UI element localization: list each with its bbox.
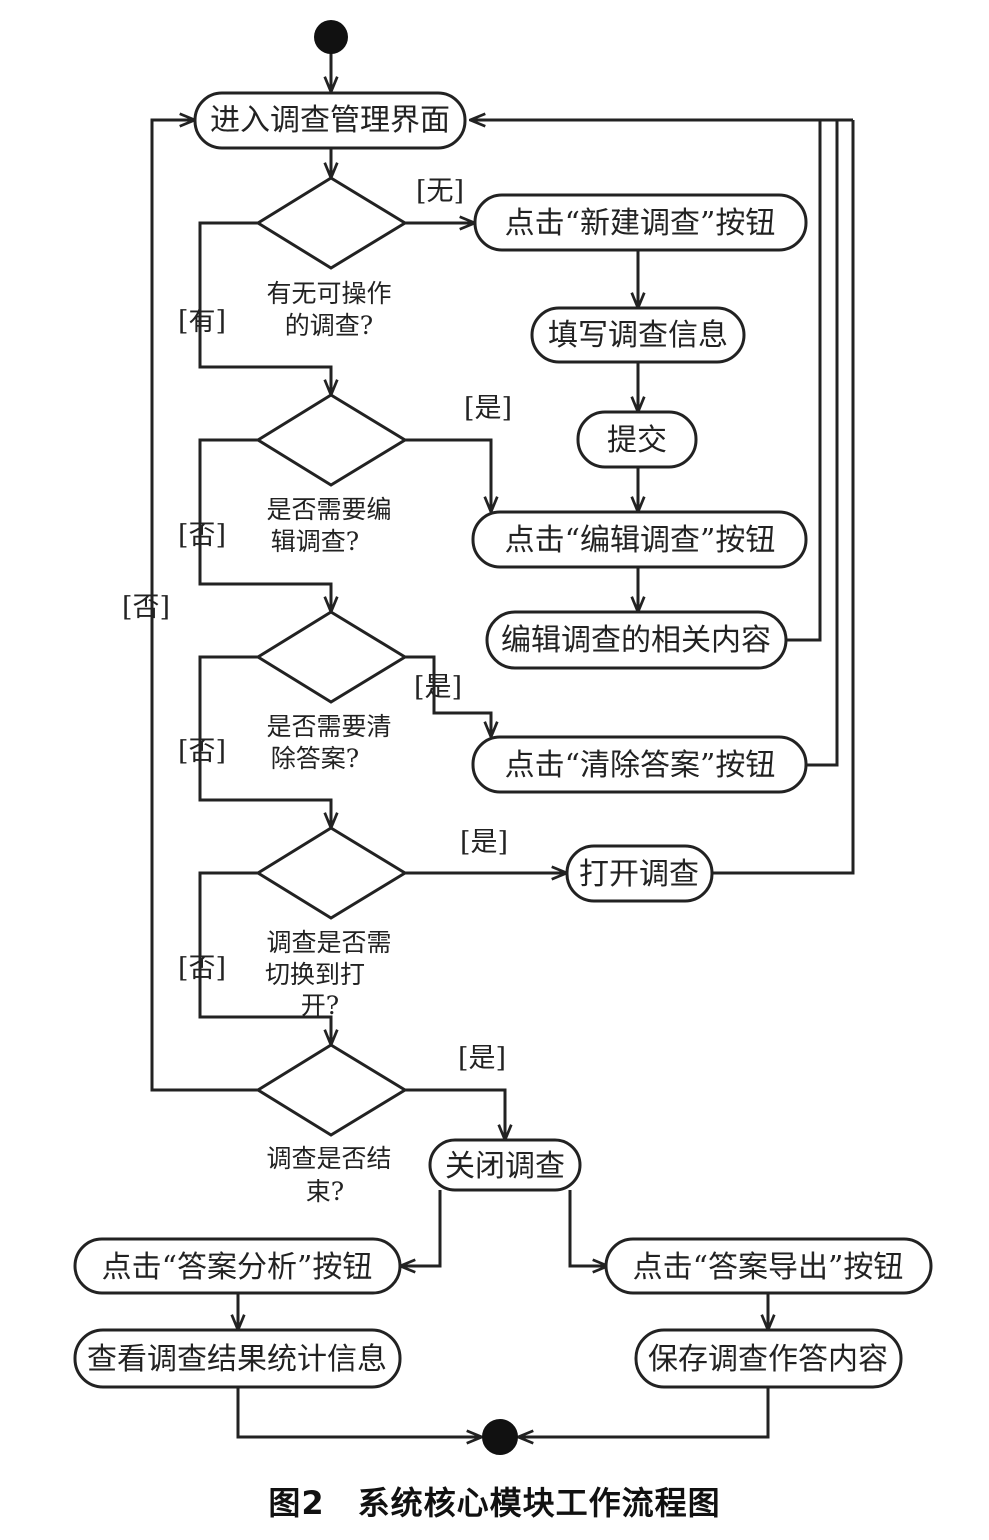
edge-d3-d4 <box>198 655 331 828</box>
activity-node-open-survey: 打开调查 <box>565 844 714 903</box>
node-label: 填写调查信息 <box>548 318 728 353</box>
guard-yes-open: [是] <box>460 827 508 858</box>
decision-d3: 是否需要清 除答案? <box>255 610 408 773</box>
guard-yes-edit: [是] <box>464 393 512 424</box>
guard-has: [有] <box>178 306 226 337</box>
node-label: 打开调查 <box>579 857 699 892</box>
start-node <box>314 20 348 54</box>
activity-node-export: 点击“答案导出”按钮 <box>604 1237 933 1295</box>
decision-label-line: 调查是否结 <box>266 1144 391 1173</box>
edge-d3-clear <box>405 655 491 737</box>
decision-label-line: 调查是否需 <box>266 928 391 957</box>
edge-close-export <box>568 1190 608 1266</box>
decision-label-line: 有无可操作 <box>266 279 391 308</box>
decision-label-line: 切换到打 <box>265 960 365 989</box>
edge-d1-d2 <box>198 221 331 395</box>
guard-yes-clear: [是] <box>414 672 462 703</box>
edge-clear-loop <box>806 120 839 767</box>
flow-edges <box>150 52 855 1437</box>
guard-none: [无] <box>416 176 464 207</box>
decision-label-line: 辑调查? <box>271 527 359 556</box>
guard-no-clear: [否] <box>178 736 226 767</box>
edge-content-loop <box>786 120 822 642</box>
decision-d1: 有无可操作 的调查? <box>255 176 408 340</box>
guard-labels: [无] [有] [是] [否] [否] [是] [否] [是] [否] [是] <box>122 176 512 1074</box>
guard-no-edit: [否] <box>178 520 226 551</box>
activity-node-view-stats: 查看调查结果统计信息 <box>73 1328 402 1389</box>
activity-node-enter: 进入调查管理界面 <box>193 91 467 150</box>
activity-node-submit: 提交 <box>576 410 698 469</box>
decision-label-line: 开? <box>301 991 339 1020</box>
decision-label-line: 束? <box>306 1177 344 1206</box>
end-node <box>482 1419 518 1455</box>
edge-d5-loop <box>150 120 258 1092</box>
activity-node-save-answers: 保存调查作答内容 <box>634 1328 903 1389</box>
edge-close-analyze <box>400 1190 442 1266</box>
activity-node-clear-answers: 点击“清除答案”按钮 <box>471 735 808 794</box>
guard-yes-end: [是] <box>458 1043 506 1074</box>
decision-label-line: 是否需要清 <box>266 712 391 741</box>
node-label: 保存调查作答内容 <box>648 1342 888 1377</box>
edge-open-loop <box>712 120 855 875</box>
decision-d4: 调查是否需 切换到打 开? <box>255 826 408 1020</box>
decision-d5: 调查是否结 束? <box>255 1043 408 1206</box>
activity-node-fill-info: 填写调查信息 <box>530 306 746 364</box>
edge-stats-end <box>236 1387 482 1437</box>
edge-save-end <box>518 1387 770 1437</box>
node-label: 点击“答案导出”按钮 <box>633 1250 904 1285</box>
decision-label-line: 的调查? <box>285 311 373 340</box>
figure-caption: 图2 系统核心模块工作流程图 <box>268 1484 721 1522</box>
activity-node-new-survey: 点击“新建调查”按钮 <box>473 193 808 252</box>
activity-node-analyze: 点击“答案分析”按钮 <box>73 1237 402 1295</box>
guard-no-outer: [否] <box>122 592 170 623</box>
edge-d4-d5 <box>198 871 331 1045</box>
activity-node-edit-survey: 点击“编辑调查”按钮 <box>471 510 808 569</box>
node-label: 点击“清除答案”按钮 <box>505 748 776 783</box>
node-label: 点击“新建调查”按钮 <box>505 206 776 241</box>
decision-label-line: 是否需要编 <box>266 495 391 524</box>
node-label: 关闭调查 <box>445 1149 565 1184</box>
node-label: 点击“答案分析”按钮 <box>102 1250 373 1285</box>
edge-d2-d3 <box>198 438 331 612</box>
node-label: 查看调查结果统计信息 <box>87 1342 387 1377</box>
node-label: 点击“编辑调查”按钮 <box>505 523 776 558</box>
decision-label-line: 除答案? <box>271 744 359 773</box>
edge-d2-edit <box>405 438 491 512</box>
node-label: 编辑调查的相关内容 <box>501 623 771 658</box>
edge-d5-close <box>405 1088 505 1140</box>
decision-d2: 是否需要编 辑调查? <box>255 393 408 556</box>
node-label: 提交 <box>607 423 667 458</box>
activity-diagram: 进入调查管理界面 点击“新建调查”按钮 填写调查信息 提交 点击“编辑调查”按钮… <box>73 20 933 1455</box>
node-label: 进入调查管理界面 <box>210 103 450 138</box>
activity-node-edit-content: 编辑调查的相关内容 <box>485 610 788 670</box>
activity-node-close-survey: 关闭调查 <box>428 1138 582 1192</box>
guard-no-open: [否] <box>178 953 226 984</box>
